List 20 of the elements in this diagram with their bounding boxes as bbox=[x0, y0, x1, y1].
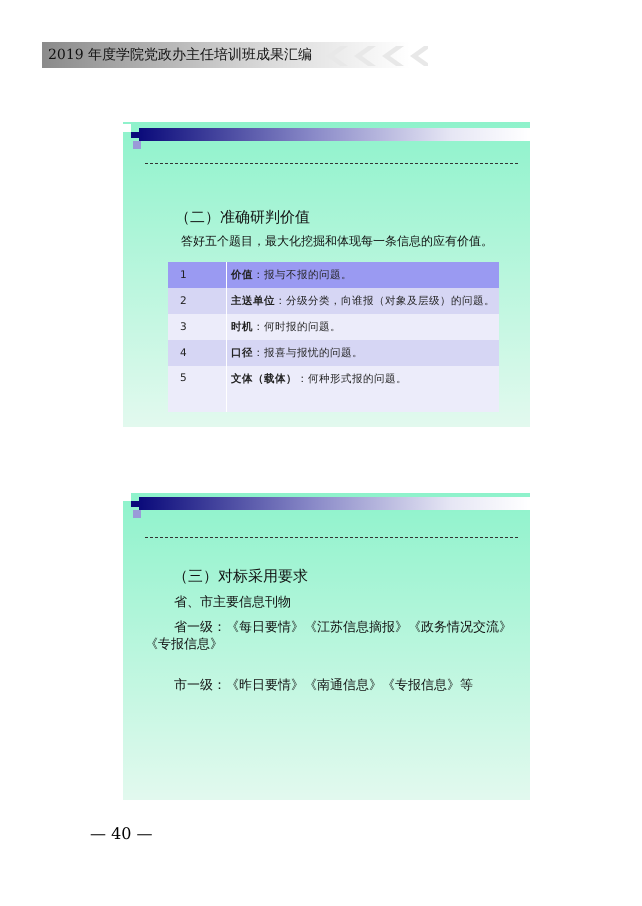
slide-text: 答好五个题目，最大化挖掘和体现每一条信息的应有价值。 bbox=[181, 233, 493, 250]
table-cell: 价值：报与不报的问题。 bbox=[226, 262, 499, 288]
row-number: 5 bbox=[168, 366, 226, 412]
slide-panel bbox=[123, 122, 530, 427]
slide-heading: （二）准确研判价值 bbox=[175, 208, 310, 227]
row-number: 4 bbox=[168, 340, 226, 366]
row-number: 1 bbox=[168, 262, 226, 288]
slide-text: 省、市主要信息刊物 bbox=[173, 594, 292, 611]
slide-text: 市一级：《昨日要情》《南通信息》《专报信息》等 bbox=[173, 677, 474, 694]
slide-heading: （三）对标采用要求 bbox=[173, 567, 308, 586]
slide-panel bbox=[123, 493, 530, 800]
table-cell: 时机：何时报的问题。 bbox=[226, 314, 499, 340]
table-cell: 主送单位：分级分类，向谁报（对象及层级）的问题。 bbox=[226, 288, 499, 314]
slide-text: 省一级：《每日要情》《江苏信息摘报》《政务情况交流》《专报信息》 bbox=[145, 619, 513, 653]
table-cell: 口径：报喜与报忧的问题。 bbox=[226, 340, 499, 366]
table-cell: 文体（载体）：何种形式报的问题。 bbox=[226, 366, 499, 412]
row-number: 3 bbox=[168, 314, 226, 340]
page-number: — 40 — bbox=[90, 824, 153, 843]
row-number: 2 bbox=[168, 288, 226, 314]
header-title: 2019 年度学院党政办主任培训班成果汇编 bbox=[48, 46, 312, 64]
